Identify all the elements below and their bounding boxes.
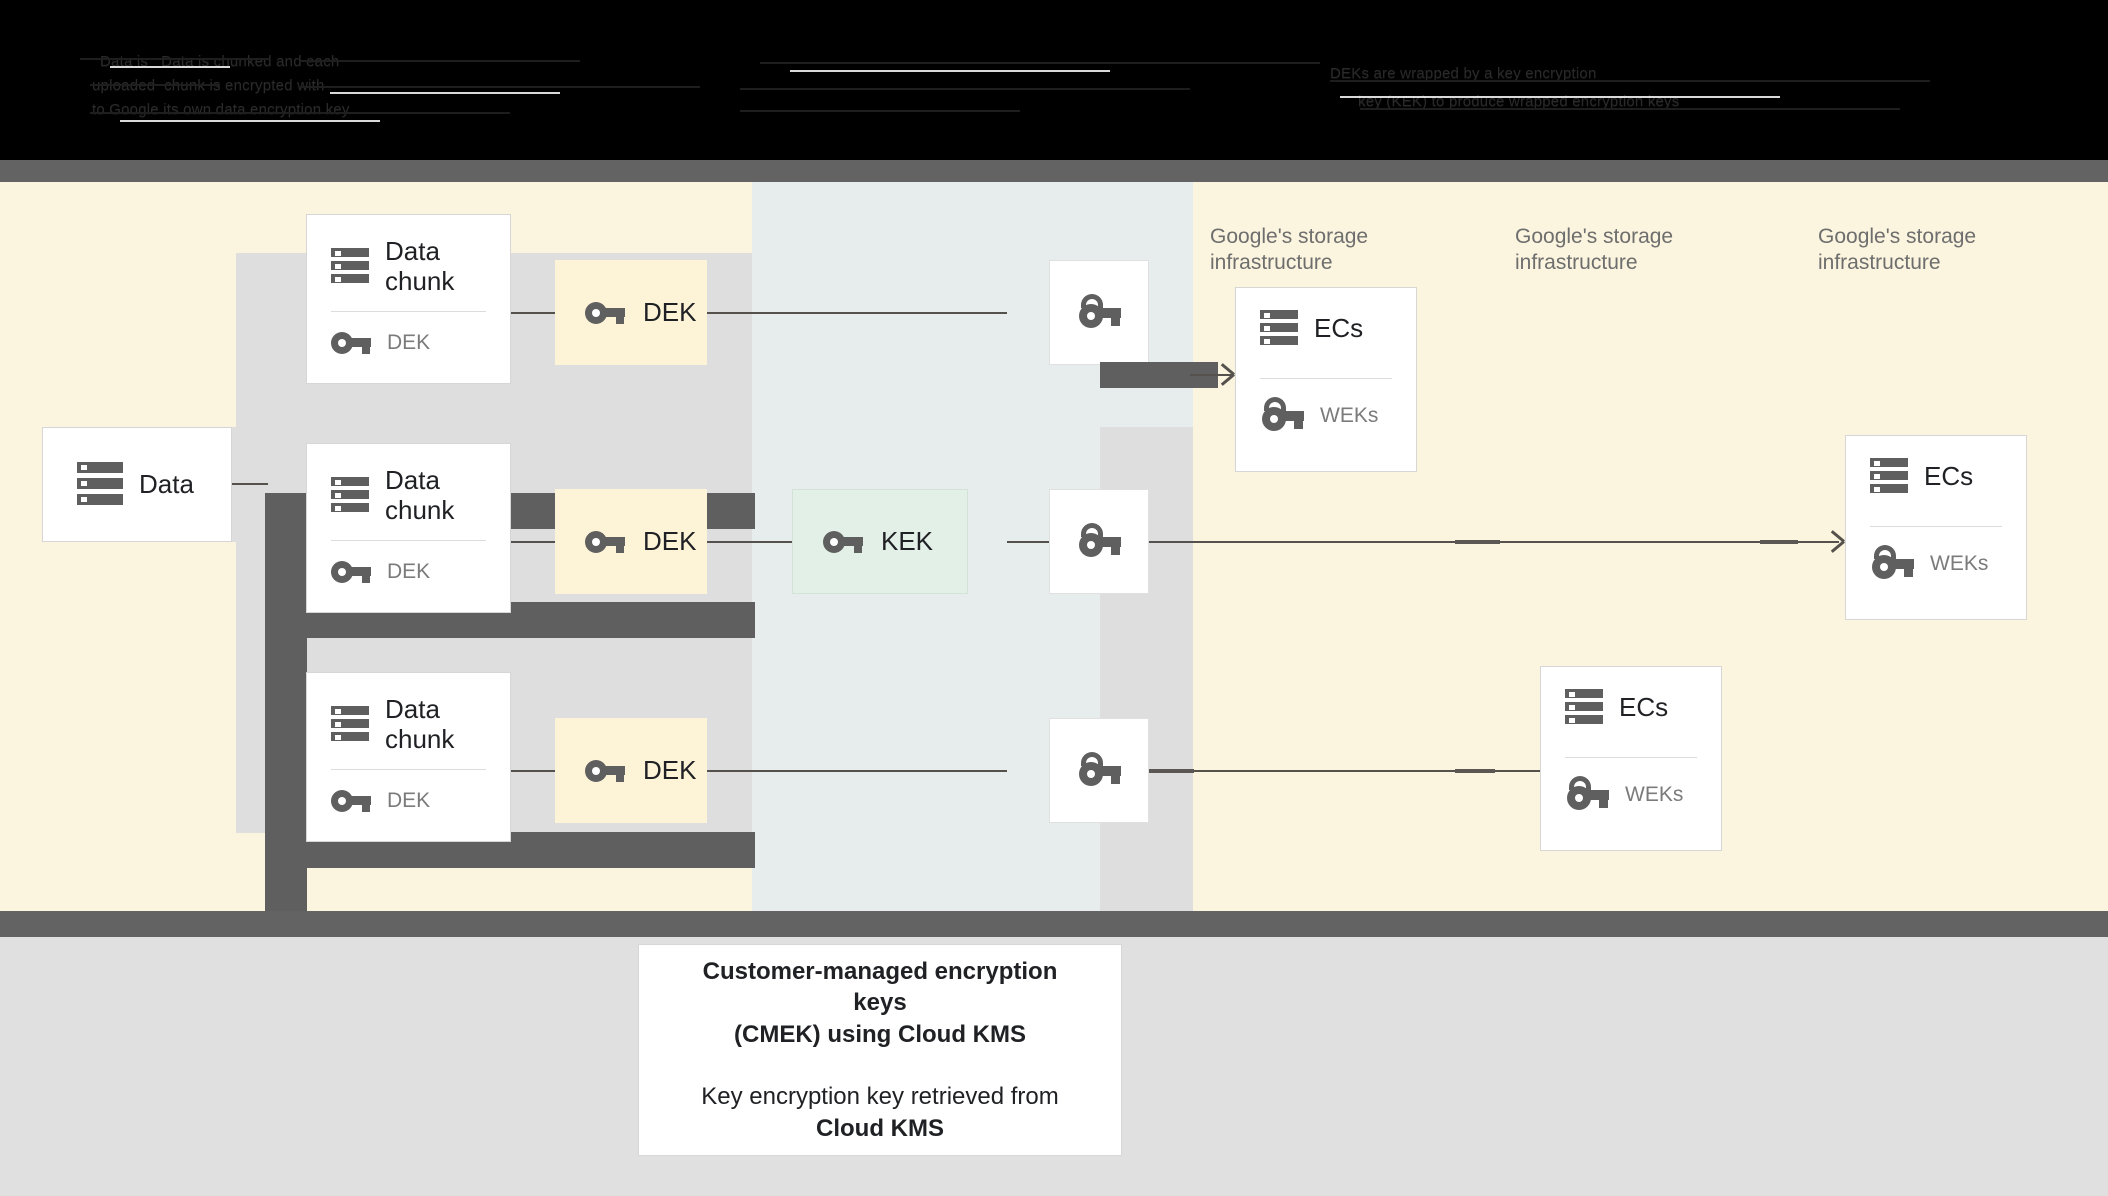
ecs-card: ECs WEKs: [1845, 435, 2027, 620]
data-box-label: Data: [139, 469, 194, 499]
caption-body-line-2: Cloud KMS: [816, 1114, 944, 1142]
data-chunk-card: Data chunk DEK: [306, 443, 511, 613]
ecs-card: ECs WEKs: [1235, 287, 1417, 472]
data-box: Data: [42, 427, 232, 542]
card-divider: [1565, 757, 1697, 758]
storage-label: Google's storage infrastructure: [1818, 225, 1977, 274]
connector-kek-to-wrapkey: [1007, 541, 1049, 543]
wrapped-key-icon: [1077, 522, 1121, 561]
wrapped-key-icon: [1077, 293, 1121, 332]
database-icon: [1870, 458, 1908, 496]
connector-wrapkey-to-ecs-long: [1149, 770, 1609, 772]
ecs-card-key-label: WEKs: [1930, 552, 1989, 575]
top-obscured-text-band: Data is Data is chunked and each uploade…: [0, 0, 2108, 160]
data-chunk-key-label: DEK: [387, 330, 431, 354]
ecs-card-key-label: WEKs: [1320, 404, 1379, 427]
storage-label: Google's storage infrastructure: [1515, 225, 1674, 274]
ecs-card: ECs WEKs: [1540, 666, 1722, 851]
data-chunk-key-label: DEK: [387, 788, 431, 812]
band-separator-bottom: [0, 911, 2108, 937]
wrapped-key-box: [1049, 260, 1149, 365]
connector-dek-to-wrapkey: [707, 770, 1007, 772]
storage-label: Google's storage infrastructure: [1210, 225, 1369, 274]
connector-chunk-dek: [511, 770, 555, 772]
key-icon: [585, 300, 625, 326]
key-icon: [585, 529, 625, 555]
wrapped-key-icon: [1260, 397, 1304, 435]
key-icon: [585, 758, 625, 784]
key-icon: [331, 330, 371, 356]
card-divider: [1260, 378, 1392, 379]
ecs-card-title: ECs: [1924, 461, 1974, 492]
connector-wrapkey-to-ecs: [1190, 374, 1232, 376]
wrapped-key-icon: [1870, 545, 1914, 583]
obscured-text-line: Data is Data is chunked and each: [100, 53, 340, 70]
card-divider: [331, 539, 486, 541]
dek-box: DEK: [555, 718, 707, 823]
wrapped-key-box: [1049, 489, 1149, 594]
kek-box-label: KEK: [881, 526, 934, 556]
band-separator-top: [0, 160, 2108, 182]
data-chunk-title: Data chunk: [385, 694, 455, 754]
caption-box: Customer-managed encryption keys (CMEK) …: [638, 944, 1122, 1156]
dek-box-label: DEK: [643, 297, 697, 327]
data-chunk-card: Data chunk DEK: [306, 672, 511, 842]
key-icon: [823, 529, 863, 555]
connector-accent-segment: [1455, 769, 1495, 773]
database-icon: [77, 461, 123, 508]
ecs-card-key-label: WEKs: [1625, 783, 1684, 806]
connector-chunk-dek: [511, 541, 555, 543]
database-icon: [1260, 310, 1298, 348]
connector-accent-segment: [1760, 540, 1798, 544]
obscured-text-line: uploaded chunk is encrypted with: [92, 77, 324, 94]
dek-box: DEK: [555, 260, 707, 365]
connector-dek-to-kek: [707, 541, 792, 543]
card-divider: [331, 310, 486, 312]
ecs-card-title: ECs: [1619, 692, 1669, 723]
key-icon: [331, 788, 371, 814]
connector-data-to-bracket: [232, 483, 268, 485]
data-chunk-title: Data chunk: [385, 236, 455, 296]
connector-accent-segment: [1455, 540, 1500, 544]
wrapped-key-box: [1049, 718, 1149, 823]
connector-accent-segment: [1149, 769, 1194, 773]
dek-box-label: DEK: [643, 755, 697, 785]
dek-box-label: DEK: [643, 526, 697, 556]
obscured-text-line: to Google its own data encryption key: [92, 101, 350, 118]
database-icon: [331, 476, 369, 515]
kek-box: KEK: [792, 489, 968, 594]
database-icon: [331, 705, 369, 744]
data-chunk-key-label: DEK: [387, 559, 431, 583]
card-divider: [1870, 526, 2002, 527]
caption-body-line-1: Key encryption key retrieved from: [701, 1082, 1059, 1110]
wrapped-key-icon: [1077, 751, 1121, 790]
database-icon: [1565, 689, 1603, 727]
data-chunk-title: Data chunk: [385, 465, 455, 525]
ecs-card-title: ECs: [1314, 313, 1364, 344]
caption-title-line-1: Customer-managed encryption keys: [702, 957, 1058, 1017]
dek-box: DEK: [555, 489, 707, 594]
data-chunk-card: Data chunk DEK: [306, 214, 511, 384]
connector-dek-to-wrapkey: [707, 312, 1007, 314]
card-divider: [331, 768, 486, 770]
obscured-text-line: DEKs are wrapped by a key encryption: [1330, 65, 1597, 82]
wrapped-key-icon: [1565, 776, 1609, 814]
database-icon: [331, 247, 369, 286]
caption-title-line-2: (CMEK) using Cloud KMS: [734, 1021, 1026, 1049]
connector-chunk-dek: [511, 312, 555, 314]
diagram-canvas: Data Data chunk DEK DEK Google's storage…: [0, 182, 2108, 911]
key-icon: [331, 559, 371, 585]
